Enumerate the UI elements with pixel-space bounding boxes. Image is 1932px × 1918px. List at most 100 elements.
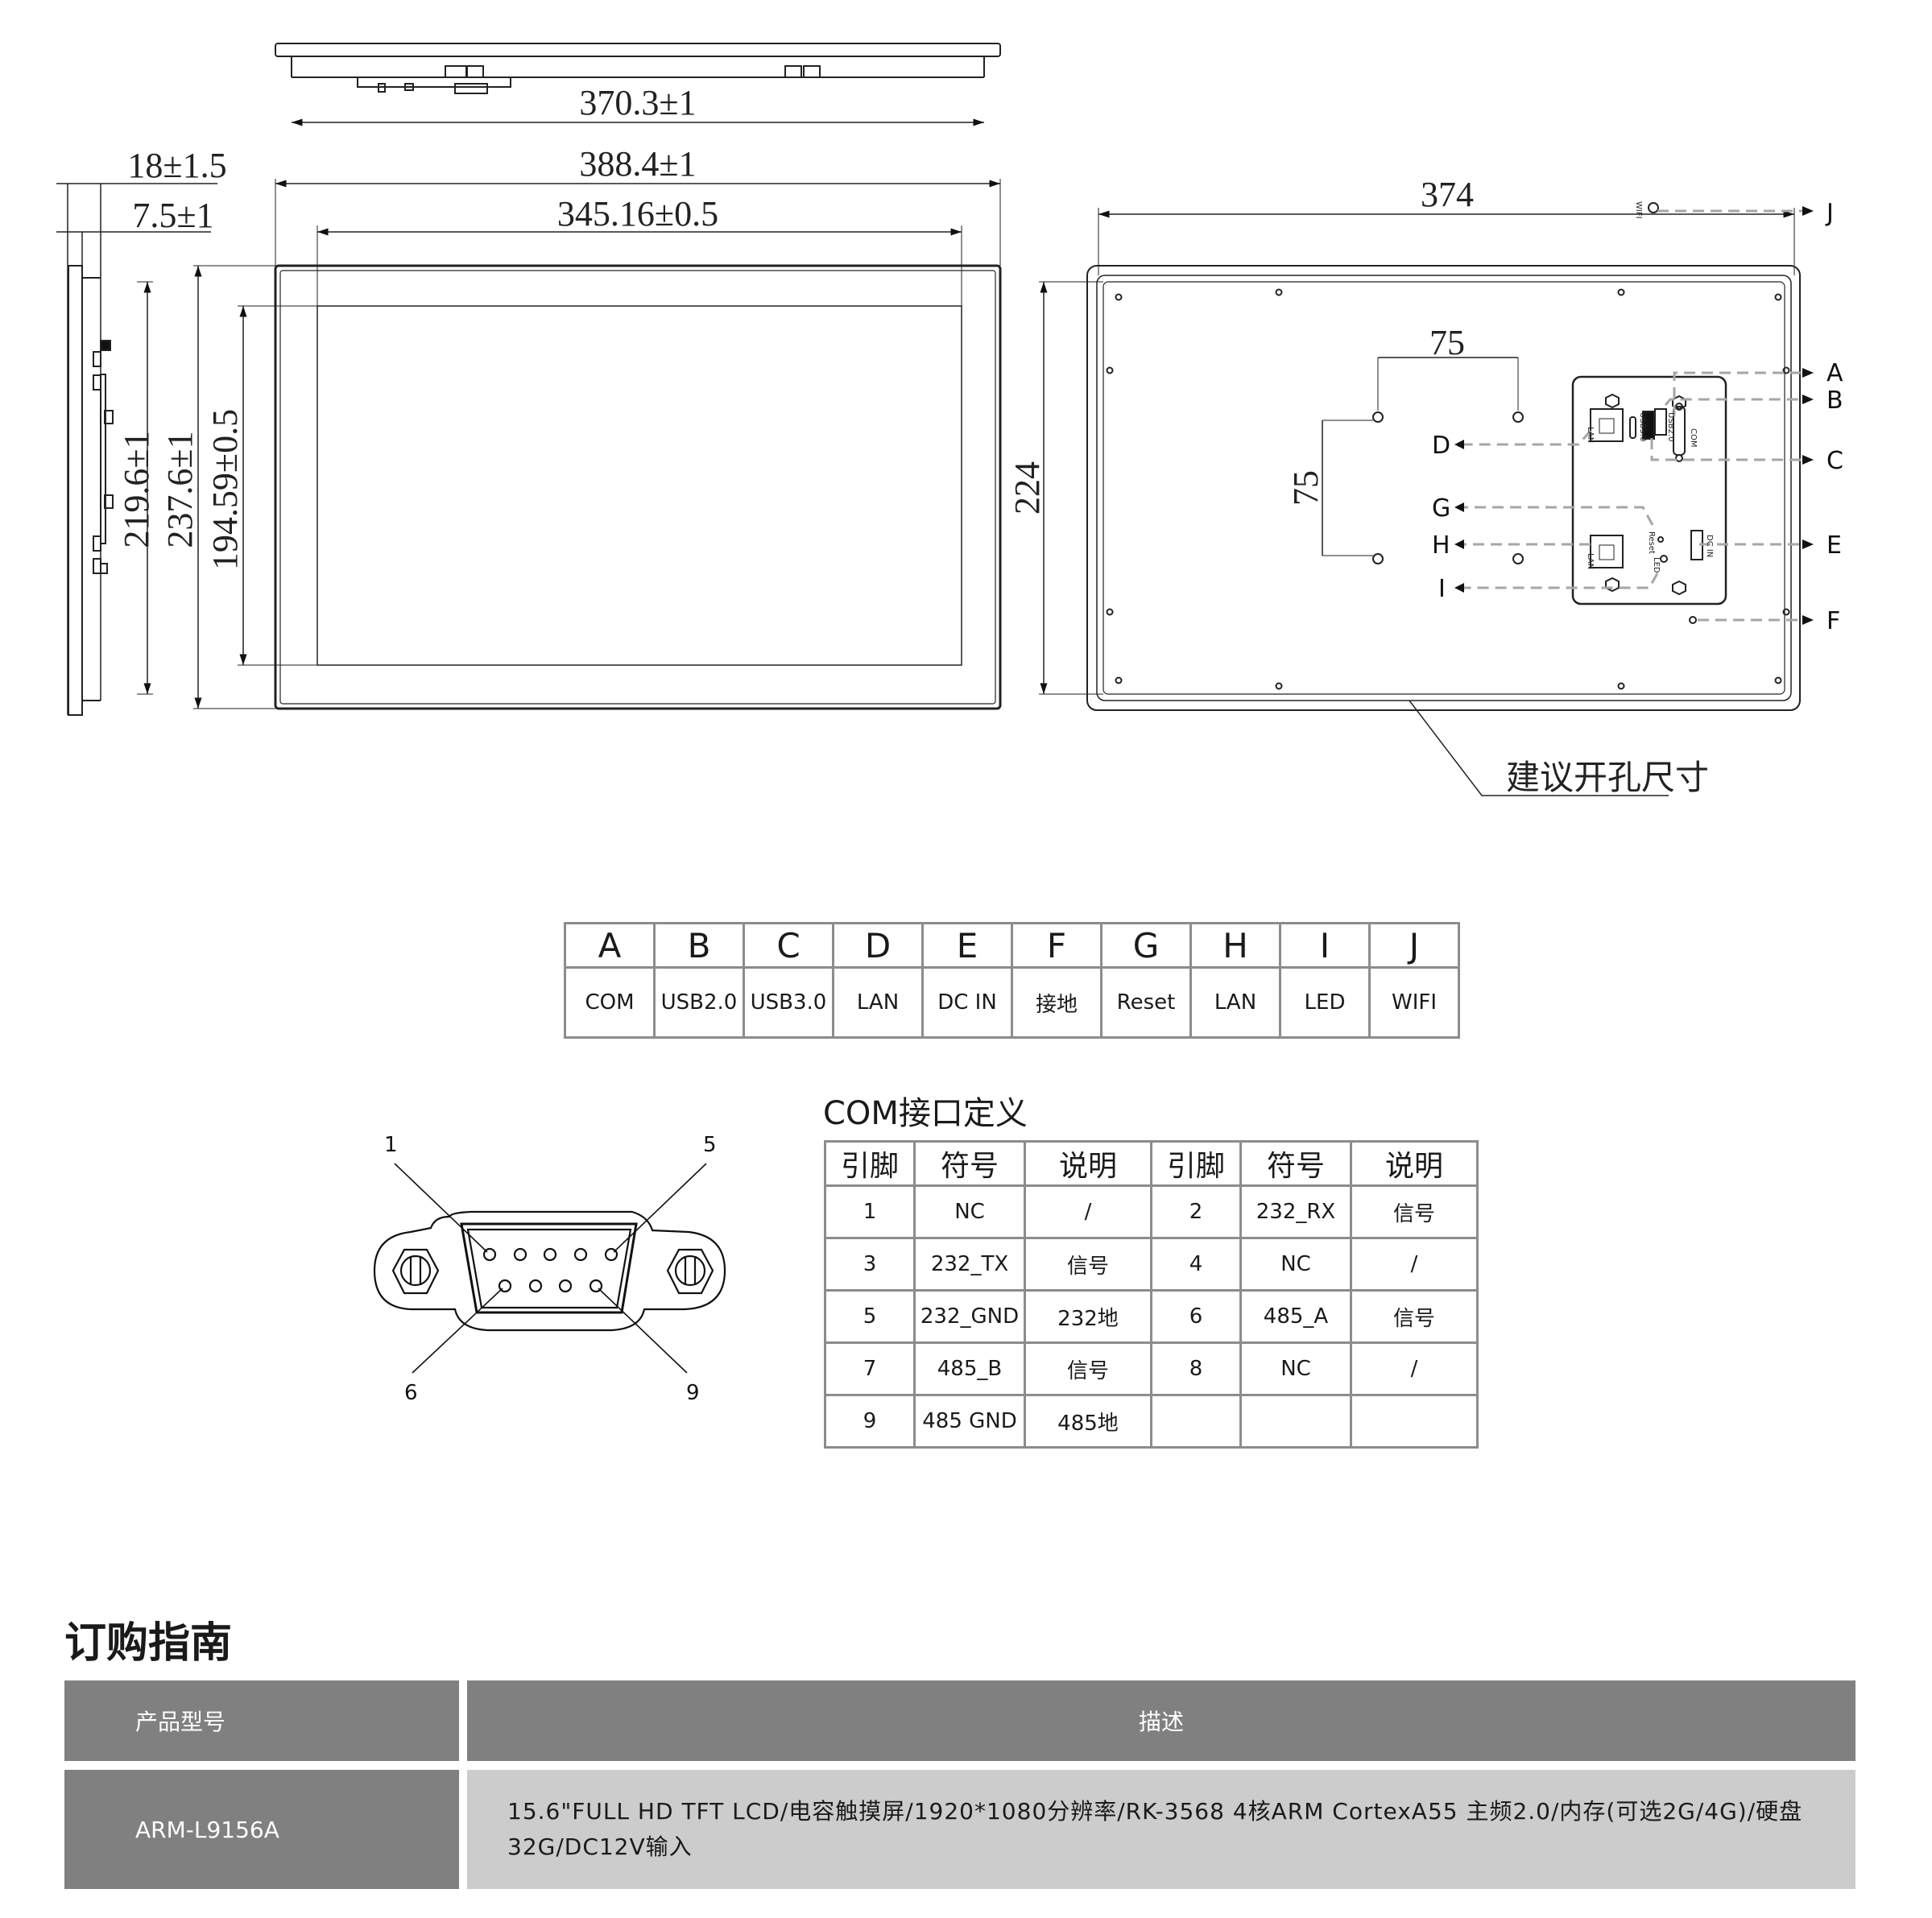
ordering-guide-title: 订购指南 — [64, 1619, 233, 1668]
cell: NC — [1239, 1341, 1352, 1396]
legend-name: 接地 — [1011, 966, 1103, 1039]
com-port-label: COM — [1689, 428, 1698, 447]
cell: 8 — [1150, 1341, 1242, 1396]
com-section-title: COM接口定义 — [823, 1095, 1028, 1132]
callout-C: C — [1827, 447, 1843, 475]
cell: 232_TX — [913, 1237, 1026, 1292]
pin-6-label: 6 — [404, 1381, 418, 1405]
front-view — [193, 179, 1002, 710]
usb3-label: USB3.0 — [1638, 412, 1647, 441]
cell: 1 — [824, 1184, 916, 1239]
db9-connector-diagram: 1 5 6 9 — [373, 1133, 726, 1405]
cell — [1239, 1394, 1352, 1449]
cell: 232_RX — [1239, 1184, 1352, 1239]
cell: / — [1024, 1184, 1152, 1239]
cell: 2 — [1150, 1184, 1242, 1239]
legend-name: USB3.0 — [743, 966, 834, 1039]
display-width-dim: 345.16±0.5 — [557, 194, 718, 234]
legend-name: COM — [564, 966, 656, 1039]
cell: NC — [1239, 1237, 1352, 1292]
pin-5-label: 5 — [703, 1133, 717, 1157]
cell — [1350, 1394, 1479, 1449]
legend-letter: D — [832, 922, 924, 969]
pin-1-label: 1 — [384, 1133, 398, 1157]
callout-arrows — [1454, 206, 1814, 625]
legend-name: LED — [1279, 966, 1371, 1039]
callout-B: B — [1827, 386, 1843, 415]
legend-letter: A — [564, 922, 656, 969]
legend-letter: F — [1011, 922, 1103, 969]
reset-label: Reset — [1647, 531, 1656, 554]
usb2-label: USB2.0 — [1666, 412, 1675, 441]
cell: 232地 — [1024, 1289, 1152, 1344]
cell: 9 — [824, 1394, 916, 1449]
depth-bezel-dim: 7.5±1 — [132, 196, 213, 235]
dc-in-label: DC IN — [1705, 535, 1714, 557]
header-description: 描述 — [467, 1680, 1855, 1761]
legend-letter: J — [1368, 922, 1460, 969]
legend-name: WIFI — [1368, 966, 1460, 1039]
cell: 信号 — [1024, 1237, 1152, 1292]
cell: 5 — [824, 1289, 916, 1344]
legend-name: DC IN — [921, 966, 1013, 1039]
cell: 6 — [1150, 1289, 1242, 1344]
callout-J: J — [1825, 199, 1834, 227]
led-label: LED — [1652, 557, 1661, 573]
callout-D: D — [1432, 432, 1450, 460]
depth-total-dim: 18±1.5 — [127, 146, 226, 185]
cell: 485 GND — [913, 1394, 1026, 1449]
legend-letter: C — [743, 922, 834, 969]
mechanical-drawing: 370.3±1 18±1.5 7.5±1 219.6±1 388.4±1 345 — [56, 43, 1843, 797]
cell: 信号 — [1024, 1341, 1152, 1396]
side-view — [56, 183, 217, 716]
outer-height-dim: 237.6±1 — [160, 431, 200, 548]
cell: / — [1350, 1341, 1479, 1396]
callout-H: H — [1432, 531, 1450, 560]
cell: 4 — [1150, 1237, 1242, 1292]
cutout-height-dim: 224 — [1007, 461, 1047, 515]
legend-letter: I — [1279, 922, 1371, 969]
ordering-table-row: ARM-L9156A 15.6"FULL HD TFT LCD/电容触摸屏/19… — [64, 1770, 1855, 1889]
cell: / — [1350, 1237, 1479, 1292]
cell: 信号 — [1350, 1289, 1479, 1344]
lan-top-label: LAN — [1586, 427, 1595, 443]
cell: 485_A — [1239, 1289, 1352, 1344]
col-header: 符号 — [913, 1140, 1026, 1187]
legend-letter: E — [921, 922, 1013, 969]
vesa-horizontal-dim: 75 — [1429, 323, 1465, 362]
cell: 232_GND — [913, 1289, 1026, 1344]
ordering-table-header: 产品型号 描述 — [64, 1680, 1855, 1761]
col-header: 符号 — [1239, 1140, 1352, 1187]
legend-name: Reset — [1100, 966, 1192, 1039]
top-view — [275, 43, 1001, 126]
legend-name: LAN — [1189, 966, 1281, 1039]
legend-letter: H — [1189, 922, 1281, 969]
callout-E: E — [1827, 531, 1842, 560]
legend-letter: G — [1100, 922, 1192, 969]
legend-name: USB2.0 — [653, 966, 745, 1039]
cell: 485_B — [913, 1341, 1026, 1396]
cell: 485地 — [1024, 1394, 1152, 1449]
rear-view — [1039, 202, 1801, 711]
callout-G: G — [1432, 494, 1450, 523]
wifi-label: WIFI — [1634, 201, 1643, 219]
legend-letter: B — [653, 922, 745, 969]
callout-lines — [1464, 209, 1802, 622]
header-model: 产品型号 — [64, 1680, 459, 1761]
top-width-dim: 370.3±1 — [579, 83, 696, 122]
product-description: 15.6"FULL HD TFT LCD/电容触摸屏/1920*1080分辨率/… — [467, 1770, 1855, 1889]
vesa-vertical-dim: 75 — [1286, 470, 1326, 506]
cutout-width-dim: 374 — [1421, 175, 1474, 214]
product-model: ARM-L9156A — [64, 1770, 459, 1889]
callout-A: A — [1827, 359, 1843, 387]
pin-9-label: 9 — [686, 1381, 700, 1405]
lan-bottom-label: LAN — [1586, 553, 1595, 569]
port-legend-table: A B C D E F G H I J COM USB2.0 USB3.0 LA… — [564, 922, 1460, 1039]
callout-I: I — [1438, 575, 1446, 603]
display-height-dim: 194.59±0.5 — [205, 409, 245, 570]
